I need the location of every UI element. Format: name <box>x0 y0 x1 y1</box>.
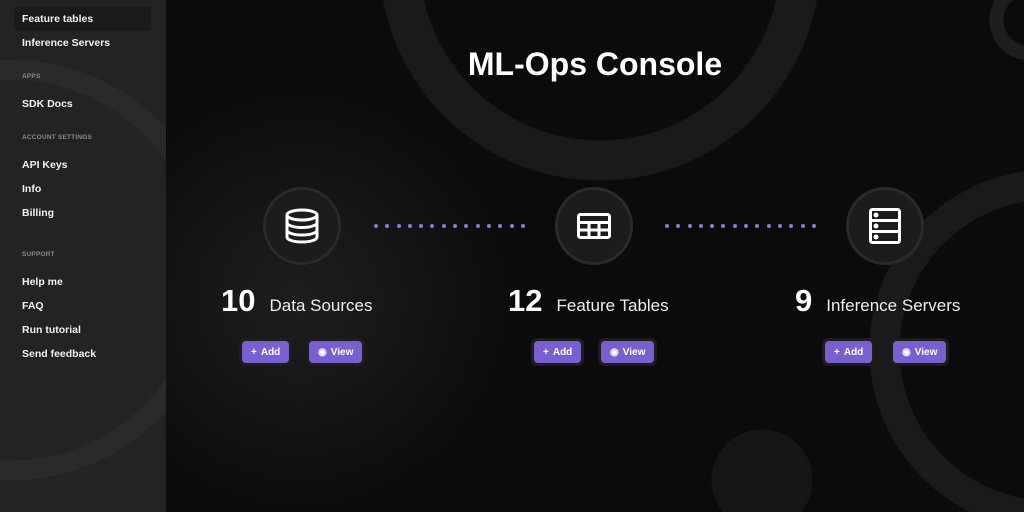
eye-icon: ◉ <box>318 346 327 358</box>
plus-icon: + <box>834 346 840 358</box>
stat-label: Feature Tables <box>556 296 669 315</box>
button-label: Add <box>843 346 864 358</box>
sidebar-item-help-me[interactable]: Help me <box>22 276 63 288</box>
stat-data-sources: 10 Data Sources <box>221 283 372 319</box>
view-inference-servers-button[interactable]: ◉View <box>890 338 950 366</box>
stat-count: 10 <box>221 283 256 318</box>
button-label: Add <box>552 346 573 358</box>
sidebar-item-info[interactable]: Info <box>22 183 42 195</box>
sidebar-item-feature-tables[interactable]: Feature tables <box>14 7 151 31</box>
plus-icon: + <box>543 346 549 358</box>
view-feature-tables-button[interactable]: ◉View <box>598 338 658 366</box>
plus-icon: + <box>251 346 257 358</box>
table-icon <box>555 187 633 265</box>
add-data-source-button[interactable]: +Add <box>239 338 293 366</box>
account-settings-heading: ACCOUNT SETTINGS <box>22 134 93 141</box>
stat-label: Inference Servers <box>826 296 961 315</box>
sidebar-item-run-tutorial[interactable]: Run tutorial <box>22 324 81 336</box>
connector-dots <box>665 224 816 228</box>
add-feature-table-button[interactable]: +Add <box>531 338 585 366</box>
stat-feature-tables: 12 Feature Tables <box>508 283 669 319</box>
sidebar-item-billing[interactable]: Billing <box>22 207 55 219</box>
sidebar-item-faq[interactable]: FAQ <box>22 300 44 312</box>
sidebar-item-send-feedback[interactable]: Send feedback <box>22 348 97 360</box>
page-title: ML-Ops Console <box>467 46 723 82</box>
connector-dots <box>374 224 525 228</box>
sidebar-item-inference-servers[interactable]: Inference Servers <box>22 37 111 49</box>
sidebar: Feature tables Inference Servers APPS SD… <box>0 0 166 512</box>
eye-icon: ◉ <box>610 346 619 358</box>
stat-count: 9 <box>795 283 813 318</box>
button-label: View <box>914 346 938 358</box>
sidebar-item-api-keys[interactable]: API Keys <box>22 159 68 171</box>
add-inference-server-button[interactable]: +Add <box>822 338 876 366</box>
button-label: View <box>330 346 354 358</box>
eye-icon: ◉ <box>902 346 911 358</box>
server-icon <box>846 187 924 265</box>
apps-heading: APPS <box>22 73 41 80</box>
button-label: View <box>622 346 646 358</box>
view-data-sources-button[interactable]: ◉View <box>306 338 366 366</box>
database-icon <box>263 187 341 265</box>
support-heading: SUPPORT <box>22 251 55 258</box>
stat-count: 12 <box>508 283 543 318</box>
stat-label: Data Sources <box>269 296 373 315</box>
stat-inference-servers: 9 Inference Servers <box>795 283 960 319</box>
button-label: Add <box>260 346 281 358</box>
sidebar-item-sdk-docs[interactable]: SDK Docs <box>22 98 73 110</box>
